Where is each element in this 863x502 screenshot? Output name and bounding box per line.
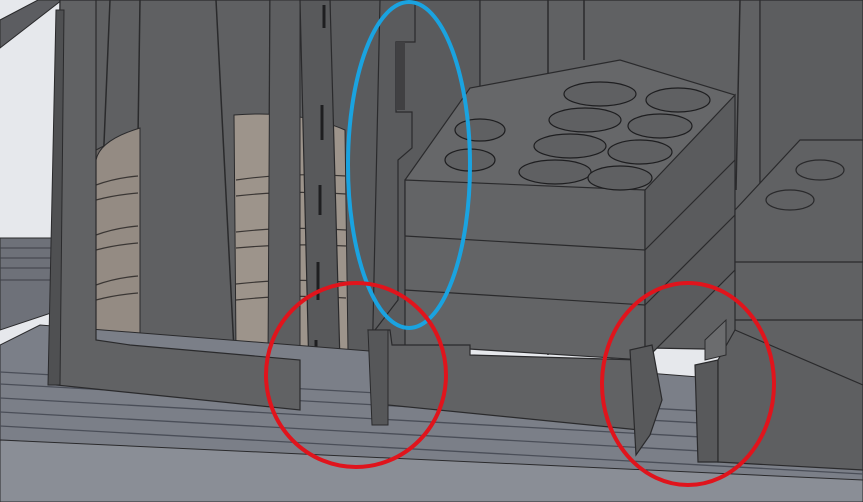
tube-block-front (404, 179, 646, 361)
front-plate-left (55, 0, 301, 411)
red-annotation-circle-left (264, 281, 448, 469)
canister-left (95, 127, 141, 341)
strut (0, 0, 63, 49)
tab-mid (367, 329, 389, 426)
tab-right-b (694, 359, 719, 463)
front-plate-right (717, 329, 863, 471)
tab-right-a (629, 344, 663, 457)
divider-plate (267, 0, 301, 366)
front-plate-mid (367, 329, 641, 431)
tab-clip (704, 318, 727, 361)
rail-lower-face (0, 439, 863, 502)
plate-edge (47, 9, 65, 386)
notch-slot (396, 42, 405, 110)
red-annotation-circle-right (600, 281, 776, 487)
tube-holes (444, 81, 711, 191)
blue-annotation-ellipse (346, 0, 472, 330)
